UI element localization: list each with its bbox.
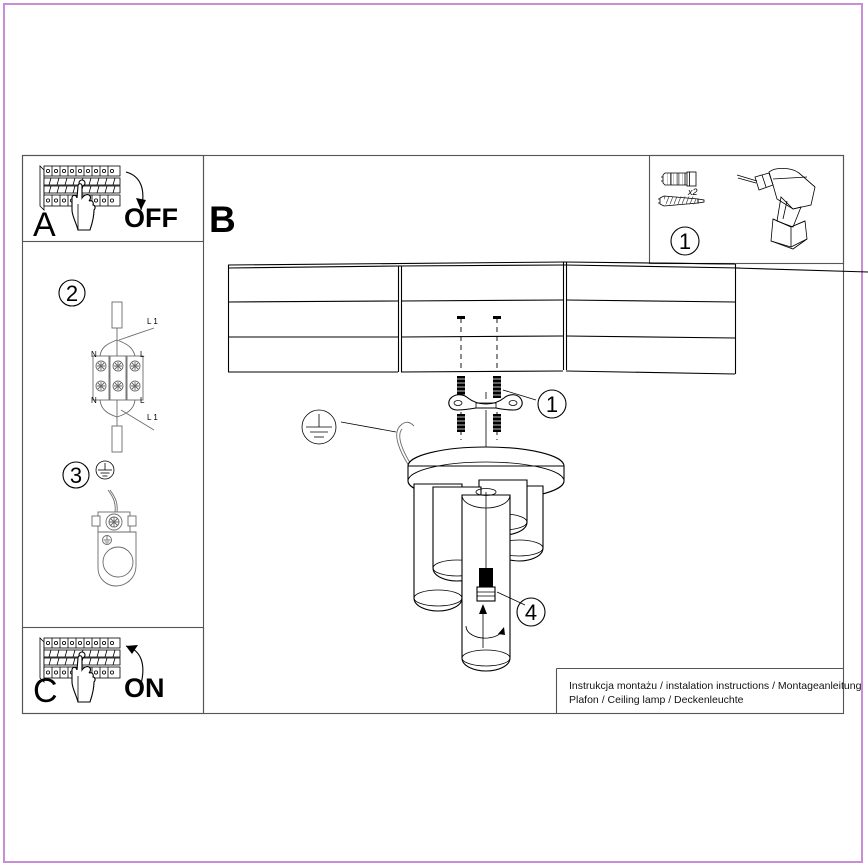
terminal-label-l-bottom: L: [140, 396, 145, 405]
wall-plug-icon: [661, 171, 697, 187]
lamp-socket: [475, 488, 497, 568]
arrow-off-icon: [125, 171, 146, 211]
wall-plug-quantity-label: x2: [688, 187, 698, 197]
ceiling-anchor-screws: [457, 316, 501, 440]
step-1-marker-topright: [670, 226, 700, 256]
step-1-number-center: 1: [545, 392, 559, 417]
earth-ground-symbol-lamp: [301, 409, 397, 445]
step-1-leader-center: [502, 389, 567, 419]
arrow-on-icon: [125, 645, 144, 685]
terminal-label-l1-top: L 1: [147, 317, 158, 326]
step-3-number: 3: [69, 463, 83, 488]
terminal-label-l-top: L: [140, 350, 145, 359]
footer-line-2: Plafon / Ceiling lamp / Deckenleuchte: [569, 694, 744, 706]
footer-line-1: Instrukcja montażu / instalation instruc…: [569, 680, 862, 692]
panel-a-letter: A: [33, 206, 56, 244]
main-frame: [21, 154, 845, 715]
terminal-block-icon: [92, 301, 155, 453]
footer-box: [555, 667, 844, 714]
step-2-number: 2: [65, 281, 79, 306]
panel-c-action-label: ON: [124, 673, 165, 703]
ground-bracket-icon: [91, 489, 137, 587]
light-bulb-icon: [476, 568, 496, 602]
step-2-marker: [58, 279, 86, 307]
step-1-number-topright: 1: [678, 229, 692, 254]
screw-icon: [658, 195, 705, 207]
step-3-marker: [62, 461, 90, 489]
ceiling-lamp: [396, 410, 565, 672]
hand-pointing-icon-a: [71, 183, 96, 231]
hand-pointing-icon-c: [71, 655, 96, 703]
panel-a-action-label: OFF: [124, 203, 178, 233]
panel-c-box: [21, 626, 205, 715]
terminal-label-n-top: N: [91, 350, 97, 359]
step-1-box: [648, 154, 845, 265]
panel-a-box: [21, 154, 205, 243]
ceiling-structure: [227, 261, 868, 375]
step-4-number: 4: [524, 600, 538, 625]
rotate-arrow-icon: [465, 604, 505, 648]
section-b-letter: B: [209, 199, 236, 240]
power-drill-icon: [736, 167, 816, 250]
mounting-bracket-icon: [448, 392, 523, 411]
terminal-label-l1-bottom: L 1: [147, 413, 158, 422]
terminal-label-n-bottom: N: [91, 396, 97, 405]
earth-ground-symbol-step3: [95, 460, 115, 480]
panel-c-letter: C: [33, 672, 58, 710]
